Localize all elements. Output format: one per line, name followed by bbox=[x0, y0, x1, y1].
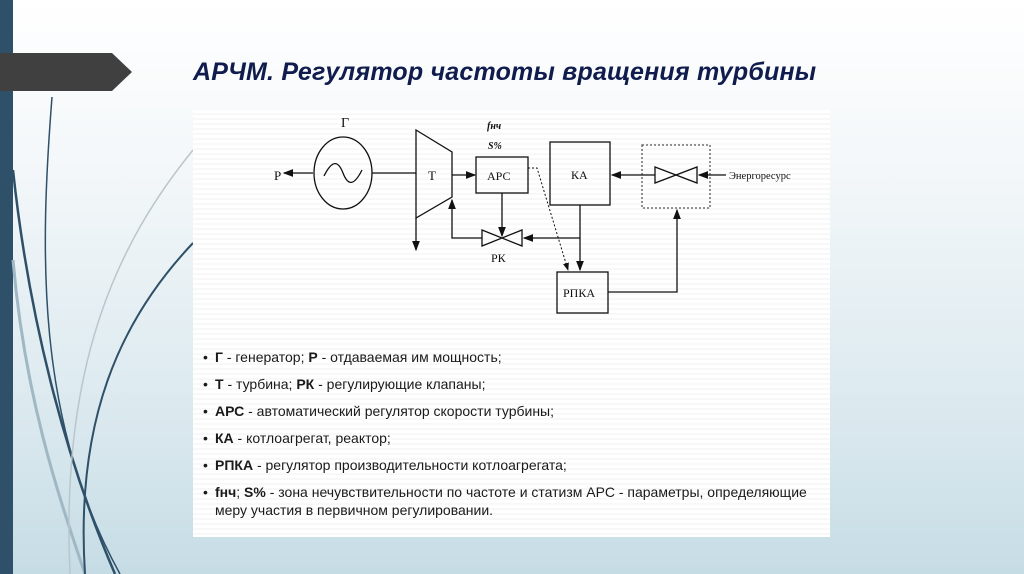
power-label: Р bbox=[274, 168, 281, 183]
energy-resource-label: Энергоресурс bbox=[729, 171, 791, 182]
left-accent-bar bbox=[0, 0, 13, 574]
fuel-valve-symbol bbox=[654, 166, 698, 184]
legend-list: Г - генератор; Р - отдаваемая им мощност… bbox=[203, 348, 815, 528]
list-item: КА - котлоагрегат, реактор; bbox=[203, 429, 815, 447]
speed-regulator-label: АРС bbox=[487, 169, 511, 183]
generator-label: Г bbox=[341, 116, 349, 131]
turbine-label: Т bbox=[428, 168, 436, 183]
droop-label: S% bbox=[488, 141, 502, 152]
list-item: АРС - автоматический регулятор скорости … bbox=[203, 402, 815, 420]
deadband-label: fнч bbox=[487, 121, 501, 132]
fuel-valve-box bbox=[641, 144, 711, 209]
turbine-symbol bbox=[415, 128, 453, 220]
control-valve-symbol bbox=[481, 229, 523, 247]
list-item: РПКА - регулятор производительности котл… bbox=[203, 456, 815, 474]
list-item: fнч; S% - зона нечувствительности по час… bbox=[203, 483, 815, 519]
slide-title: АРЧМ. Регулятор частоты вращения турбины bbox=[193, 58, 817, 86]
boiler-label: КА bbox=[571, 168, 588, 182]
boiler-regulator-label: РПКА bbox=[563, 286, 595, 300]
control-valves-label: РК bbox=[491, 251, 507, 265]
list-item: Т - турбина; РК - регулирующие клапаны; bbox=[203, 375, 815, 393]
list-item: Г - генератор; Р - отдаваемая им мощност… bbox=[203, 348, 815, 366]
title-arrow-banner bbox=[0, 53, 132, 91]
sine-icon bbox=[323, 162, 363, 184]
